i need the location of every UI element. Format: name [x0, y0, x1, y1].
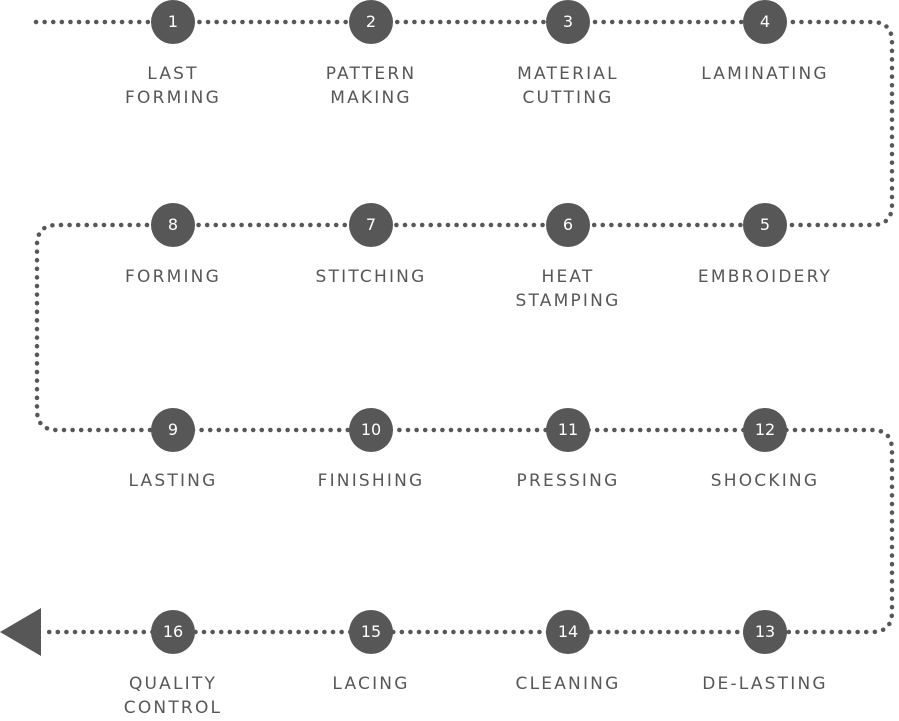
step-label: DE-LASTING: [680, 672, 850, 696]
step-label: EMBROIDERY: [680, 265, 850, 289]
step-label: HEAT STAMPING: [483, 265, 653, 313]
step-label: LAMINATING: [680, 62, 850, 86]
step-label: LAST FORMING: [88, 62, 258, 110]
step-label-line: QUALITY: [128, 674, 218, 694]
step-number-badge: 2: [349, 0, 393, 44]
step-label-line: LASTING: [128, 471, 218, 491]
step-label-line: FINISHING: [317, 471, 425, 491]
step-number-badge: 16: [151, 610, 195, 654]
step-label-line: MATERIAL: [517, 64, 619, 84]
step-number-badge: 13: [743, 610, 787, 654]
step-label-line: FORMING: [125, 88, 221, 108]
step-number-badge: 5: [743, 203, 787, 247]
step-number-badge: 8: [151, 203, 195, 247]
flow-connector-path: [33, 19, 895, 635]
step-number-badge: 3: [546, 0, 590, 44]
step-label-line: DE-LASTING: [702, 674, 828, 694]
step-label-line: CUTTING: [522, 88, 614, 108]
step-label: FINISHING: [286, 469, 456, 493]
step-label-line: EMBROIDERY: [697, 267, 833, 287]
step-label: PRESSING: [483, 469, 653, 493]
step-number-badge: 10: [349, 408, 393, 452]
step-label-line: LACING: [332, 674, 410, 694]
step-label: PATTERN MAKING: [286, 62, 456, 110]
step-label: MATERIAL CUTTING: [483, 62, 653, 110]
arrow-left-icon: [0, 608, 41, 656]
step-label-line: FORMING: [125, 267, 221, 287]
step-label: LASTING: [88, 469, 258, 493]
step-label-line: SHOCKING: [710, 471, 820, 491]
step-label-line: LAST: [147, 64, 199, 84]
step-number-badge: 11: [546, 408, 590, 452]
step-label-line: LAMINATING: [701, 64, 829, 84]
step-label-line: HEAT: [541, 267, 595, 287]
step-label-line: MAKING: [330, 88, 412, 108]
step-label: LACING: [286, 672, 456, 696]
step-number-badge: 7: [349, 203, 393, 247]
step-label-line: PATTERN: [325, 64, 417, 84]
step-label-line: CLEANING: [515, 674, 621, 694]
step-number-badge: 15: [349, 610, 393, 654]
step-label: SHOCKING: [680, 469, 850, 493]
step-label-line: PRESSING: [516, 471, 620, 491]
step-number-badge: 12: [743, 408, 787, 452]
step-label-line: STAMPING: [515, 291, 621, 311]
step-label-line: STITCHING: [315, 267, 427, 287]
step-number-badge: 4: [743, 0, 787, 44]
step-label: QUALITY CONTROL: [88, 672, 258, 720]
step-number-badge: 9: [151, 408, 195, 452]
step-label-line: CONTROL: [123, 698, 223, 718]
step-label: CLEANING: [483, 672, 653, 696]
step-number-badge: 14: [546, 610, 590, 654]
step-number-badge: 1: [151, 0, 195, 44]
step-label: FORMING: [88, 265, 258, 289]
step-number-badge: 6: [546, 203, 590, 247]
step-label: STITCHING: [286, 265, 456, 289]
